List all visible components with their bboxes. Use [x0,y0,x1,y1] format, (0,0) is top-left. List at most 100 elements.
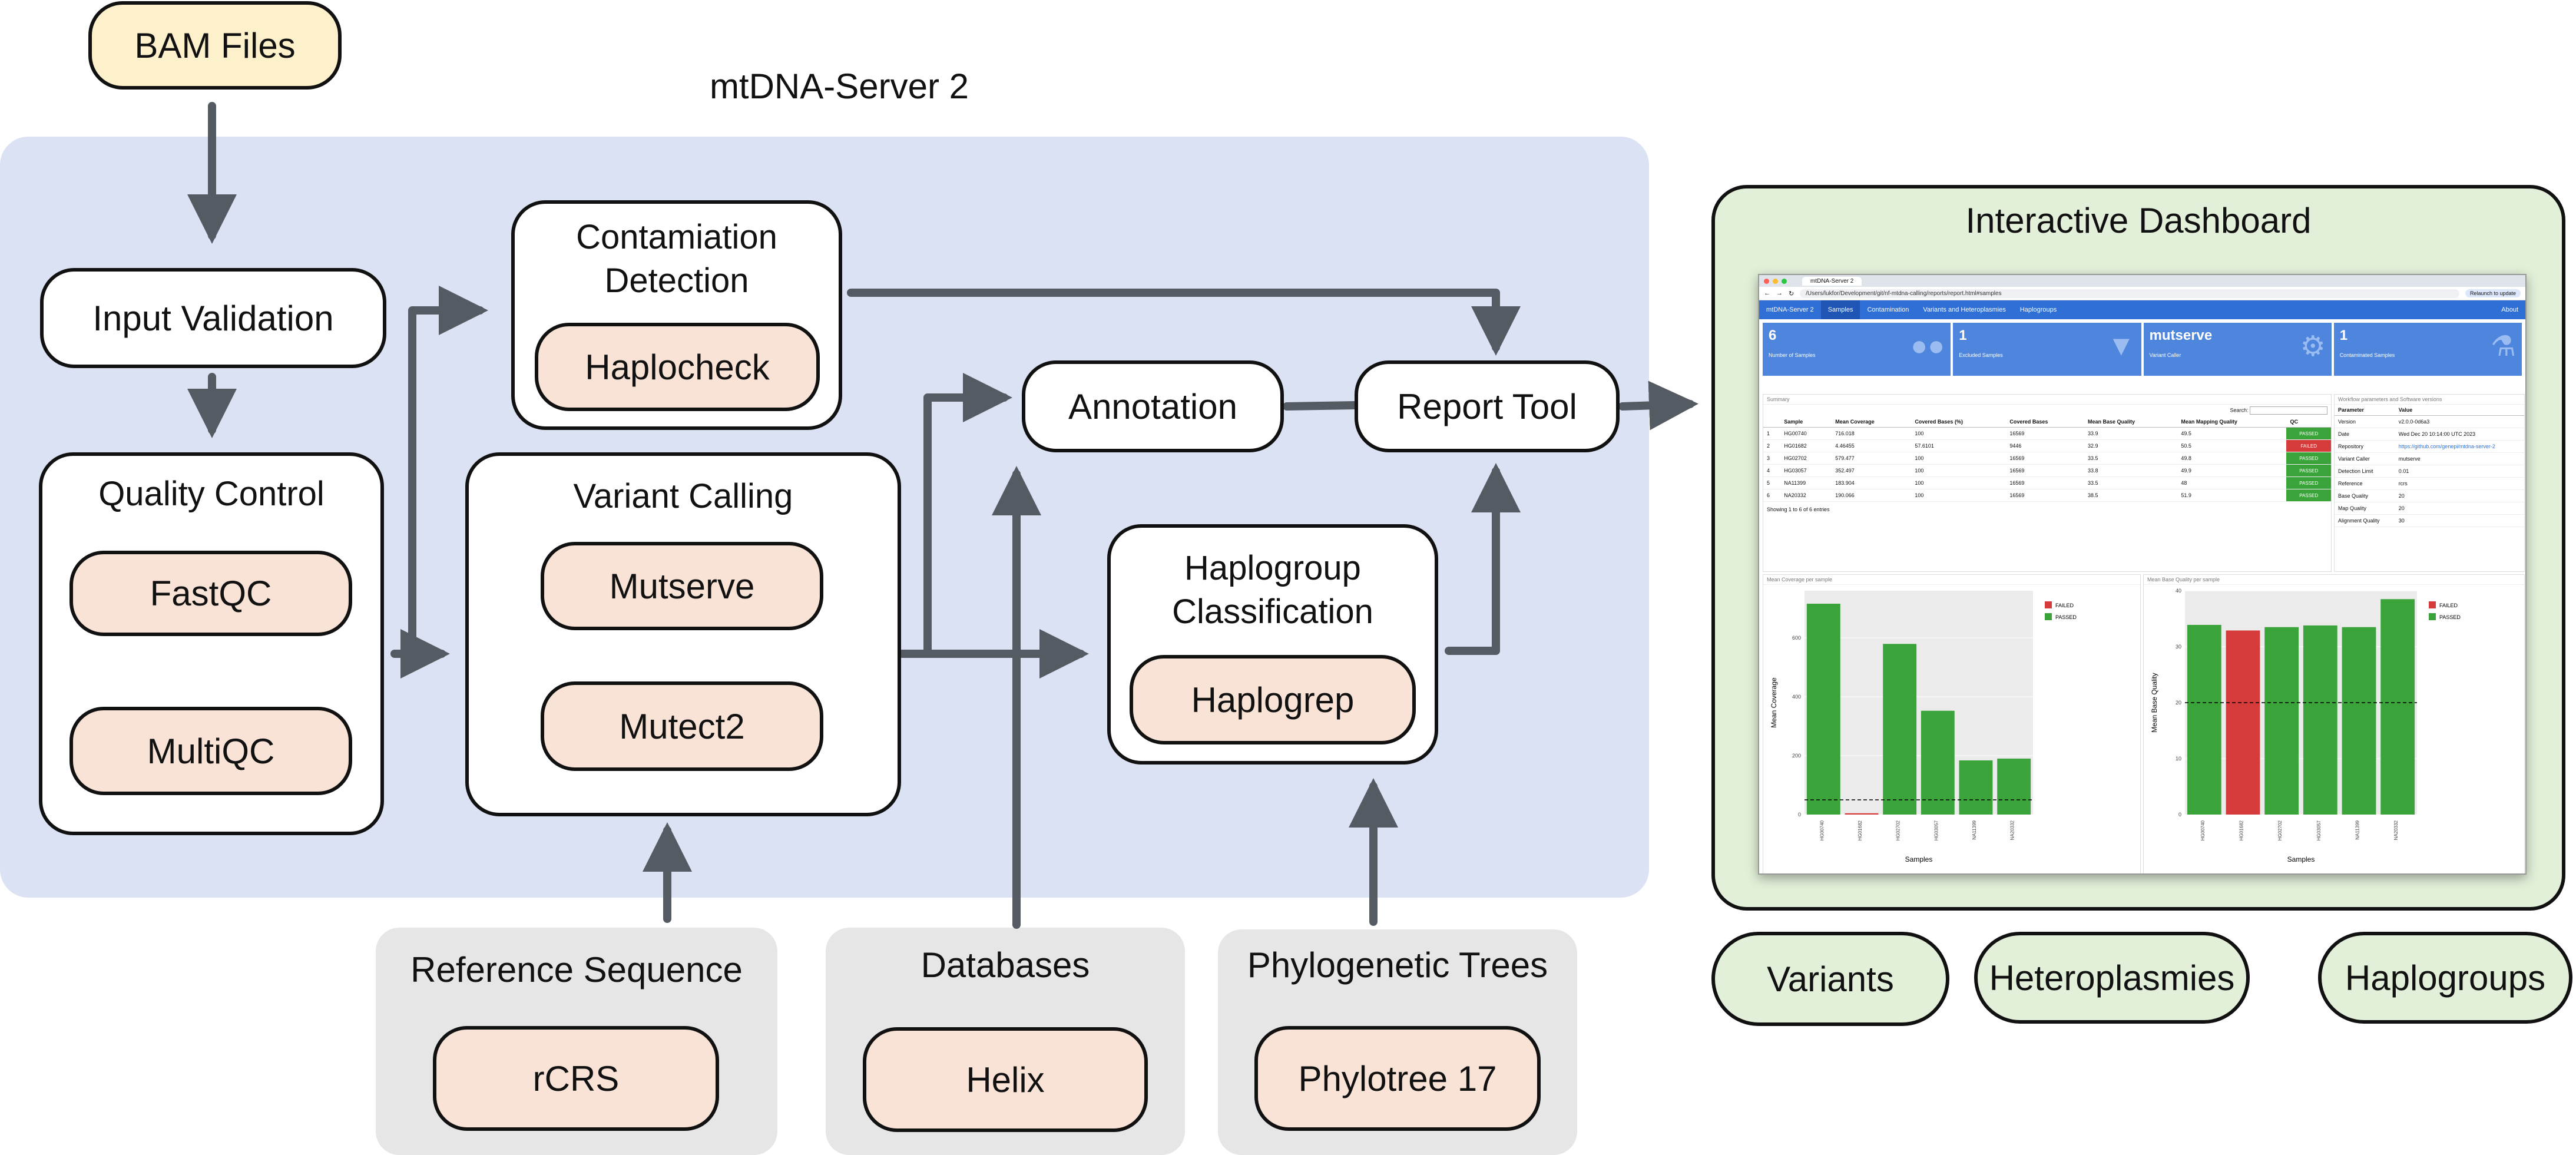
table-header[interactable]: Covered Bases [2006,416,2084,428]
table-cell: HG01682 [1780,439,1832,452]
reload-icon[interactable]: ↻ [1789,290,1794,297]
relaunch-button[interactable]: Relaunch to update [2465,289,2521,297]
bar [1806,603,1840,815]
table-cell: 6 [1763,489,1781,502]
filter-icon: ▼ [2107,330,2135,362]
param-value: v2.0.0-0d6a3 [2395,415,2524,428]
table-cell: 50.5 [2177,439,2287,452]
legend-label: FAILED [2055,603,2074,608]
nav-variants[interactable]: Variants and Heteroplasmies [1923,306,2006,313]
table-cell: 1 [1763,427,1781,440]
table-cell: 49.5 [2177,427,2287,440]
dashboard-screenshot: mtDNA-Server 2 ← → ↻ /Users/lukfor/Devel… [1758,274,2527,875]
param-value[interactable]: https://github.com/genepi/mtdna-server-2 [2395,440,2524,453]
table-cell: 100 [1911,427,2007,440]
table-cell: 16569 [2006,427,2084,440]
x-tick-label: HG03057 [2316,820,2322,840]
nav-haplogroups[interactable]: Haplogroups [2019,306,2057,313]
param-name: Version [2335,415,2395,428]
table-cell: 190.066 [1832,489,1912,502]
minimize-dot-icon [1773,278,1778,284]
fastqc-tool: FastQC [69,551,352,636]
table-cell: 100 [1911,489,2007,502]
param-name: Base Quality [2335,489,2395,502]
card-samples: 6 Number of Samples ●● [1763,323,1951,376]
forward-icon[interactable]: → [1776,290,1783,297]
qc-badge: PASSED [2286,464,2331,477]
bar [1845,813,1879,815]
url-bar[interactable]: /Users/lukfor/Development/git/nf-mtdna-c… [1800,289,2459,298]
rcrs-item: rCRS [433,1026,719,1131]
back-icon[interactable]: ← [1764,290,1770,297]
bar [2380,599,2415,815]
haplogroups-output: Haplogroups [2318,932,2572,1024]
params-header: Parameter [2335,405,2395,416]
x-tick-label: HG03057 [1933,820,1939,840]
params-panel: Workflow parameters and Software version… [2334,394,2525,572]
table-header[interactable] [1763,416,1781,428]
param-value: 0.01 [2395,465,2524,478]
table-header[interactable]: Sample [1780,416,1832,428]
y-tick-label: 30 [2176,644,2181,650]
table-header[interactable]: Mean Mapping Quality [2177,416,2287,428]
legend-swatch [2045,613,2052,620]
y-tick-label: 10 [2176,756,2181,762]
quality-plot-title: Mean Base Quality per sample [2144,575,2524,585]
browser-chrome: mtDNA-Server 2 [1759,275,2525,287]
summary-title: Summary [1763,395,2331,405]
legend-swatch [2429,613,2436,620]
card-value: 6 [1769,327,1777,343]
bam-files-node: BAM Files [88,1,342,90]
table-header[interactable]: QC [2286,416,2331,428]
annotation-node: Annotation [1022,360,1284,452]
table-header[interactable]: Covered Bases (%) [1911,416,2007,428]
legend-swatch [2045,601,2052,608]
contamination-title: Contamiation Detection [576,218,777,300]
param-name: Reference [2335,477,2395,490]
legend-label: FAILED [2439,603,2458,608]
nav-contamination[interactable]: Contamination [1867,306,1909,313]
table-cell: 33.9 [2084,427,2178,440]
table-cell: HG02702 [1780,452,1832,465]
y-axis-label: Mean Base Quality [2150,673,2158,732]
nav-samples[interactable]: Samples [1820,300,1860,319]
arrow-qc-to-contamination [408,286,488,658]
y-tick-label: 400 [1792,694,1801,700]
app-navbar: mtDNA-Server 2 Samples Contamination Var… [1759,300,2525,319]
y-tick-label: 0 [1798,812,1801,818]
table-header[interactable]: Mean Coverage [1832,416,1912,428]
bar [1959,760,1993,815]
x-tick-label: NA11399 [1972,820,1977,839]
variant-calling-title: Variant Calling [573,477,793,515]
nav-about[interactable]: About [2501,306,2518,313]
table-header[interactable]: Mean Base Quality [2084,416,2178,428]
card-label: Excluded Samples [1959,352,2003,358]
arrow-vc-to-annotation [923,373,1012,658]
x-tick-label: NA11399 [2355,820,2360,839]
nav-brand[interactable]: mtDNA-Server 2 [1766,306,1814,313]
search-input[interactable] [2250,406,2327,415]
card-label: Contaminated Samples [2339,352,2395,358]
table-cell: 16569 [2006,489,2084,502]
phylogenetic-trees-title: Phylogenetic Trees [1247,945,1548,985]
param-value: 20 [2395,502,2524,515]
table-cell: HG03057 [1780,464,1832,477]
heteroplasmies-output: Heteroplasmies [1974,932,2250,1024]
browser-tab[interactable]: mtDNA-Server 2 [1802,276,1862,286]
search-row: Search: [1763,405,2331,416]
helix-item: Helix [863,1027,1148,1132]
table-cell: 579.477 [1832,452,1912,465]
arrow-contam-to-report [847,289,1521,356]
